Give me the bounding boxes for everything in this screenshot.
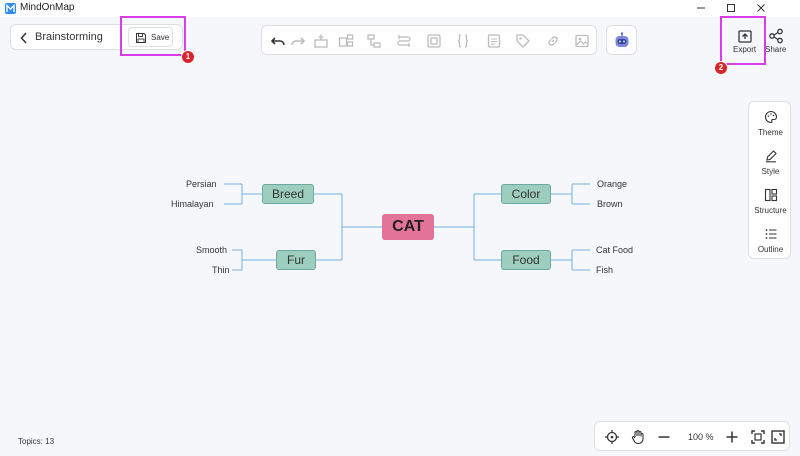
leaf-node-cat-food[interactable]: Cat Food (596, 245, 634, 255)
side-item-outline[interactable]: Outline (749, 223, 792, 261)
undo-icon[interactable] (270, 33, 286, 49)
ai-assistant-button[interactable] (606, 25, 637, 55)
connector-fur (232, 249, 276, 271)
export-label: Export (733, 45, 757, 54)
note-icon[interactable] (486, 33, 502, 49)
summary-icon[interactable] (426, 33, 442, 49)
brush-icon (766, 150, 777, 163)
connector-left (314, 193, 382, 261)
minimize-button[interactable] (686, 0, 716, 17)
braces-icon[interactable] (455, 33, 471, 49)
outline-icon (765, 229, 777, 239)
add-subtopic-icon[interactable] (313, 33, 329, 49)
connector-food (551, 249, 590, 271)
palette-icon (765, 110, 778, 124)
zoom-level: 100 % (688, 432, 714, 442)
back-chevron-icon[interactable] (19, 31, 29, 45)
fullscreen-icon[interactable] (770, 429, 786, 445)
step-badge-2: 2 (715, 62, 727, 74)
leaf-node-fish[interactable]: Fish (596, 265, 614, 275)
link-icon[interactable] (545, 33, 561, 49)
save-icon (136, 33, 146, 43)
side-item-style[interactable]: Style (749, 145, 792, 183)
leaf-node-thin[interactable]: Thin (212, 265, 230, 275)
side-label-structure: Structure (754, 206, 787, 215)
branch-node-fur[interactable]: Fur (276, 250, 316, 270)
side-label-theme: Theme (758, 128, 783, 137)
connector-breed (224, 183, 262, 205)
hand-pan-icon[interactable] (630, 429, 646, 445)
redo-icon[interactable] (290, 33, 306, 49)
document-header: Brainstorming Save (10, 24, 183, 50)
root-node[interactable]: CAT (382, 214, 434, 240)
maximize-button[interactable] (716, 0, 746, 17)
share-button[interactable]: Share (763, 22, 789, 62)
side-item-theme[interactable]: Theme (749, 106, 792, 144)
export-icon (738, 30, 752, 43)
document-title[interactable]: Brainstorming (35, 31, 103, 43)
main-toolbar (261, 25, 597, 55)
add-parent-icon[interactable] (366, 33, 382, 49)
connector-right (434, 193, 501, 261)
export-highlight-box (720, 16, 766, 65)
side-panel: Theme Style Structure Outline (748, 101, 791, 259)
export-button[interactable]: Export (727, 22, 763, 62)
step-badge-1: 1 (182, 51, 194, 63)
app-title: MindOnMap (20, 2, 75, 13)
leaf-node-brown[interactable]: Brown (597, 199, 623, 209)
tag-icon[interactable] (515, 33, 531, 49)
side-item-structure[interactable]: Structure (749, 184, 792, 222)
branch-node-food[interactable]: Food (501, 250, 551, 270)
leaf-node-himalayan[interactable]: Himalayan (171, 199, 214, 209)
close-window-button[interactable] (746, 0, 776, 17)
side-label-outline: Outline (757, 245, 784, 254)
ai-robot-icon (615, 32, 629, 47)
share-icon (769, 28, 783, 44)
connector-color (551, 183, 590, 205)
save-label: Save (151, 33, 170, 42)
topics-count: Topics: 13 (18, 437, 55, 446)
branch-node-breed[interactable]: Breed (262, 184, 314, 204)
add-sibling-icon[interactable] (338, 33, 354, 49)
zoom-out-icon[interactable] (656, 429, 672, 445)
locate-center-icon[interactable] (604, 429, 620, 445)
leaf-node-smooth[interactable]: Smooth (196, 245, 228, 255)
relation-icon[interactable] (396, 33, 412, 49)
image-icon[interactable] (574, 33, 590, 49)
branch-node-color[interactable]: Color (501, 184, 551, 204)
leaf-node-persian[interactable]: Persian (186, 179, 217, 189)
side-label-style: Style (761, 167, 780, 176)
leaf-node-orange[interactable]: Orange (597, 179, 628, 189)
fit-screen-icon[interactable] (750, 429, 766, 445)
structure-icon (764, 188, 778, 202)
save-highlight-box (120, 16, 186, 56)
save-button[interactable]: Save (128, 27, 173, 47)
zoom-in-icon[interactable] (724, 429, 740, 445)
share-label: Share (765, 45, 787, 54)
app-logo-icon (5, 3, 16, 14)
zoom-toolbar: 100 % (594, 421, 790, 451)
title-bar: MindOnMap (0, 0, 800, 17)
